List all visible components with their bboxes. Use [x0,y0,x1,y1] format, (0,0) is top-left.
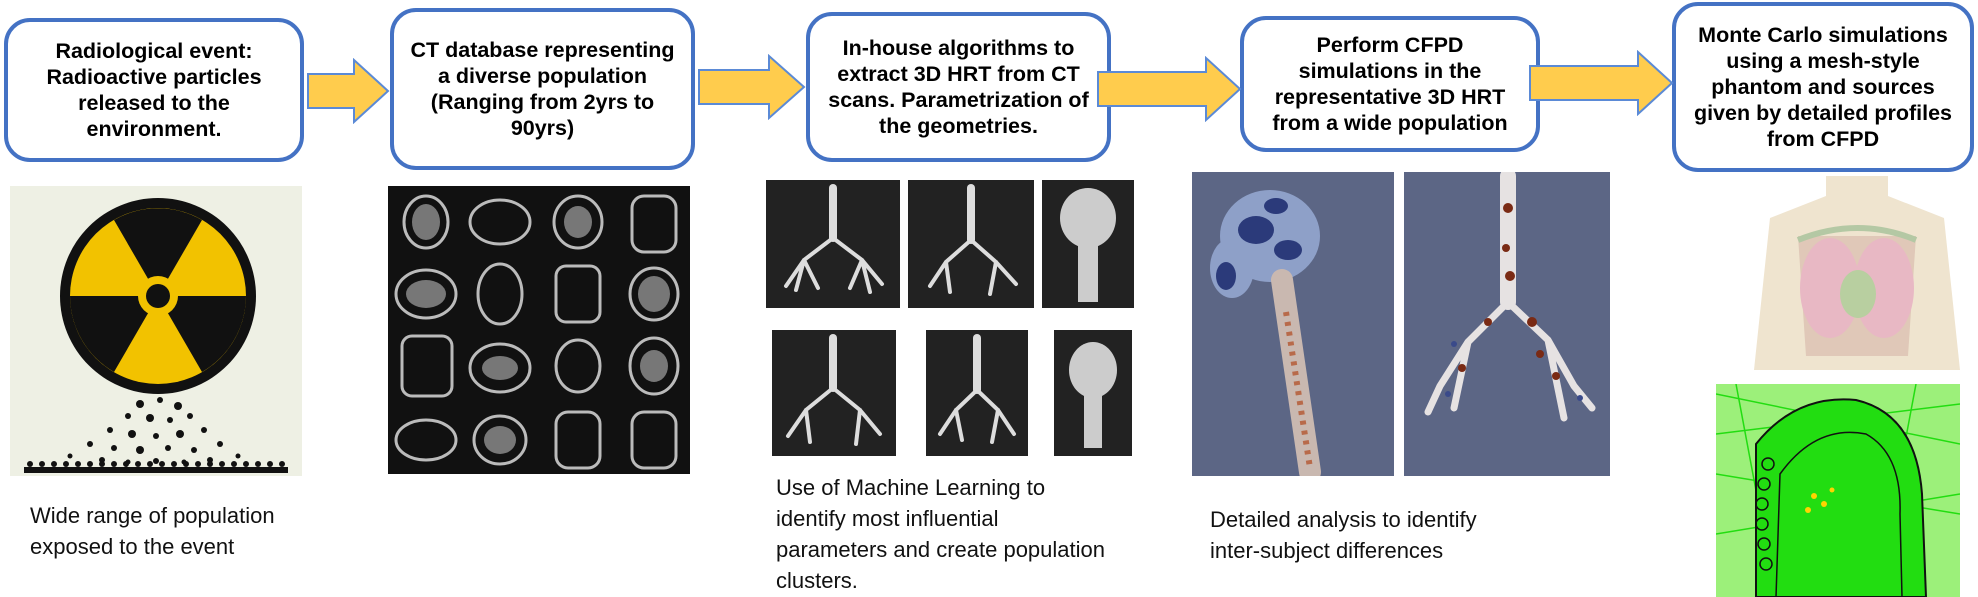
step-in-house-algorithms: In-house algorithms to extract 3D HRT fr… [806,12,1111,162]
flow-arrow-2 [698,54,806,120]
ct-scan-grid [388,186,690,474]
crowd-icon [24,461,288,473]
step-monte-carlo: Monte Carlo simulations using a mesh-sty… [1672,2,1974,172]
flow-arrow-4 [1529,50,1674,116]
particle-dots [67,397,241,465]
flow-arrow-1 [307,58,390,124]
cfpd-particle-deposition [1192,172,1610,476]
step-ct-database: CT database representing a diverse popul… [390,8,695,170]
step-ct-database-text: CT database representing a diverse popul… [410,38,675,140]
caption-analysis: Detailed analysis to identify inter-subj… [1210,507,1477,563]
caption-population: Wide range of population exposed to the … [30,503,275,559]
radiation-illustration [10,186,302,476]
step-radiological-event-text: Radiological event: Radioactive particle… [46,39,262,141]
step-monte-carlo-text: Monte Carlo simulations using a mesh-sty… [1693,23,1953,151]
step-cfpd-simulations-text: Perform CFPD simulations in the represen… [1272,33,1508,135]
flow-arrow-3 [1097,56,1242,122]
step-cfpd-simulations: Perform CFPD simulations in the represen… [1240,16,1540,152]
airway-tree-model [766,178,1134,458]
monte-carlo-mesh [1716,384,1960,597]
radiation-icon [24,198,288,473]
step-in-house-algorithms-text: In-house algorithms to extract 3D HRT fr… [828,36,1089,138]
step-radiological-event: Radiological event: Radioactive particle… [4,18,304,162]
body-phantom [1738,176,1976,370]
caption-machine-learning: Use of Machine Learning to identify most… [776,475,1105,593]
